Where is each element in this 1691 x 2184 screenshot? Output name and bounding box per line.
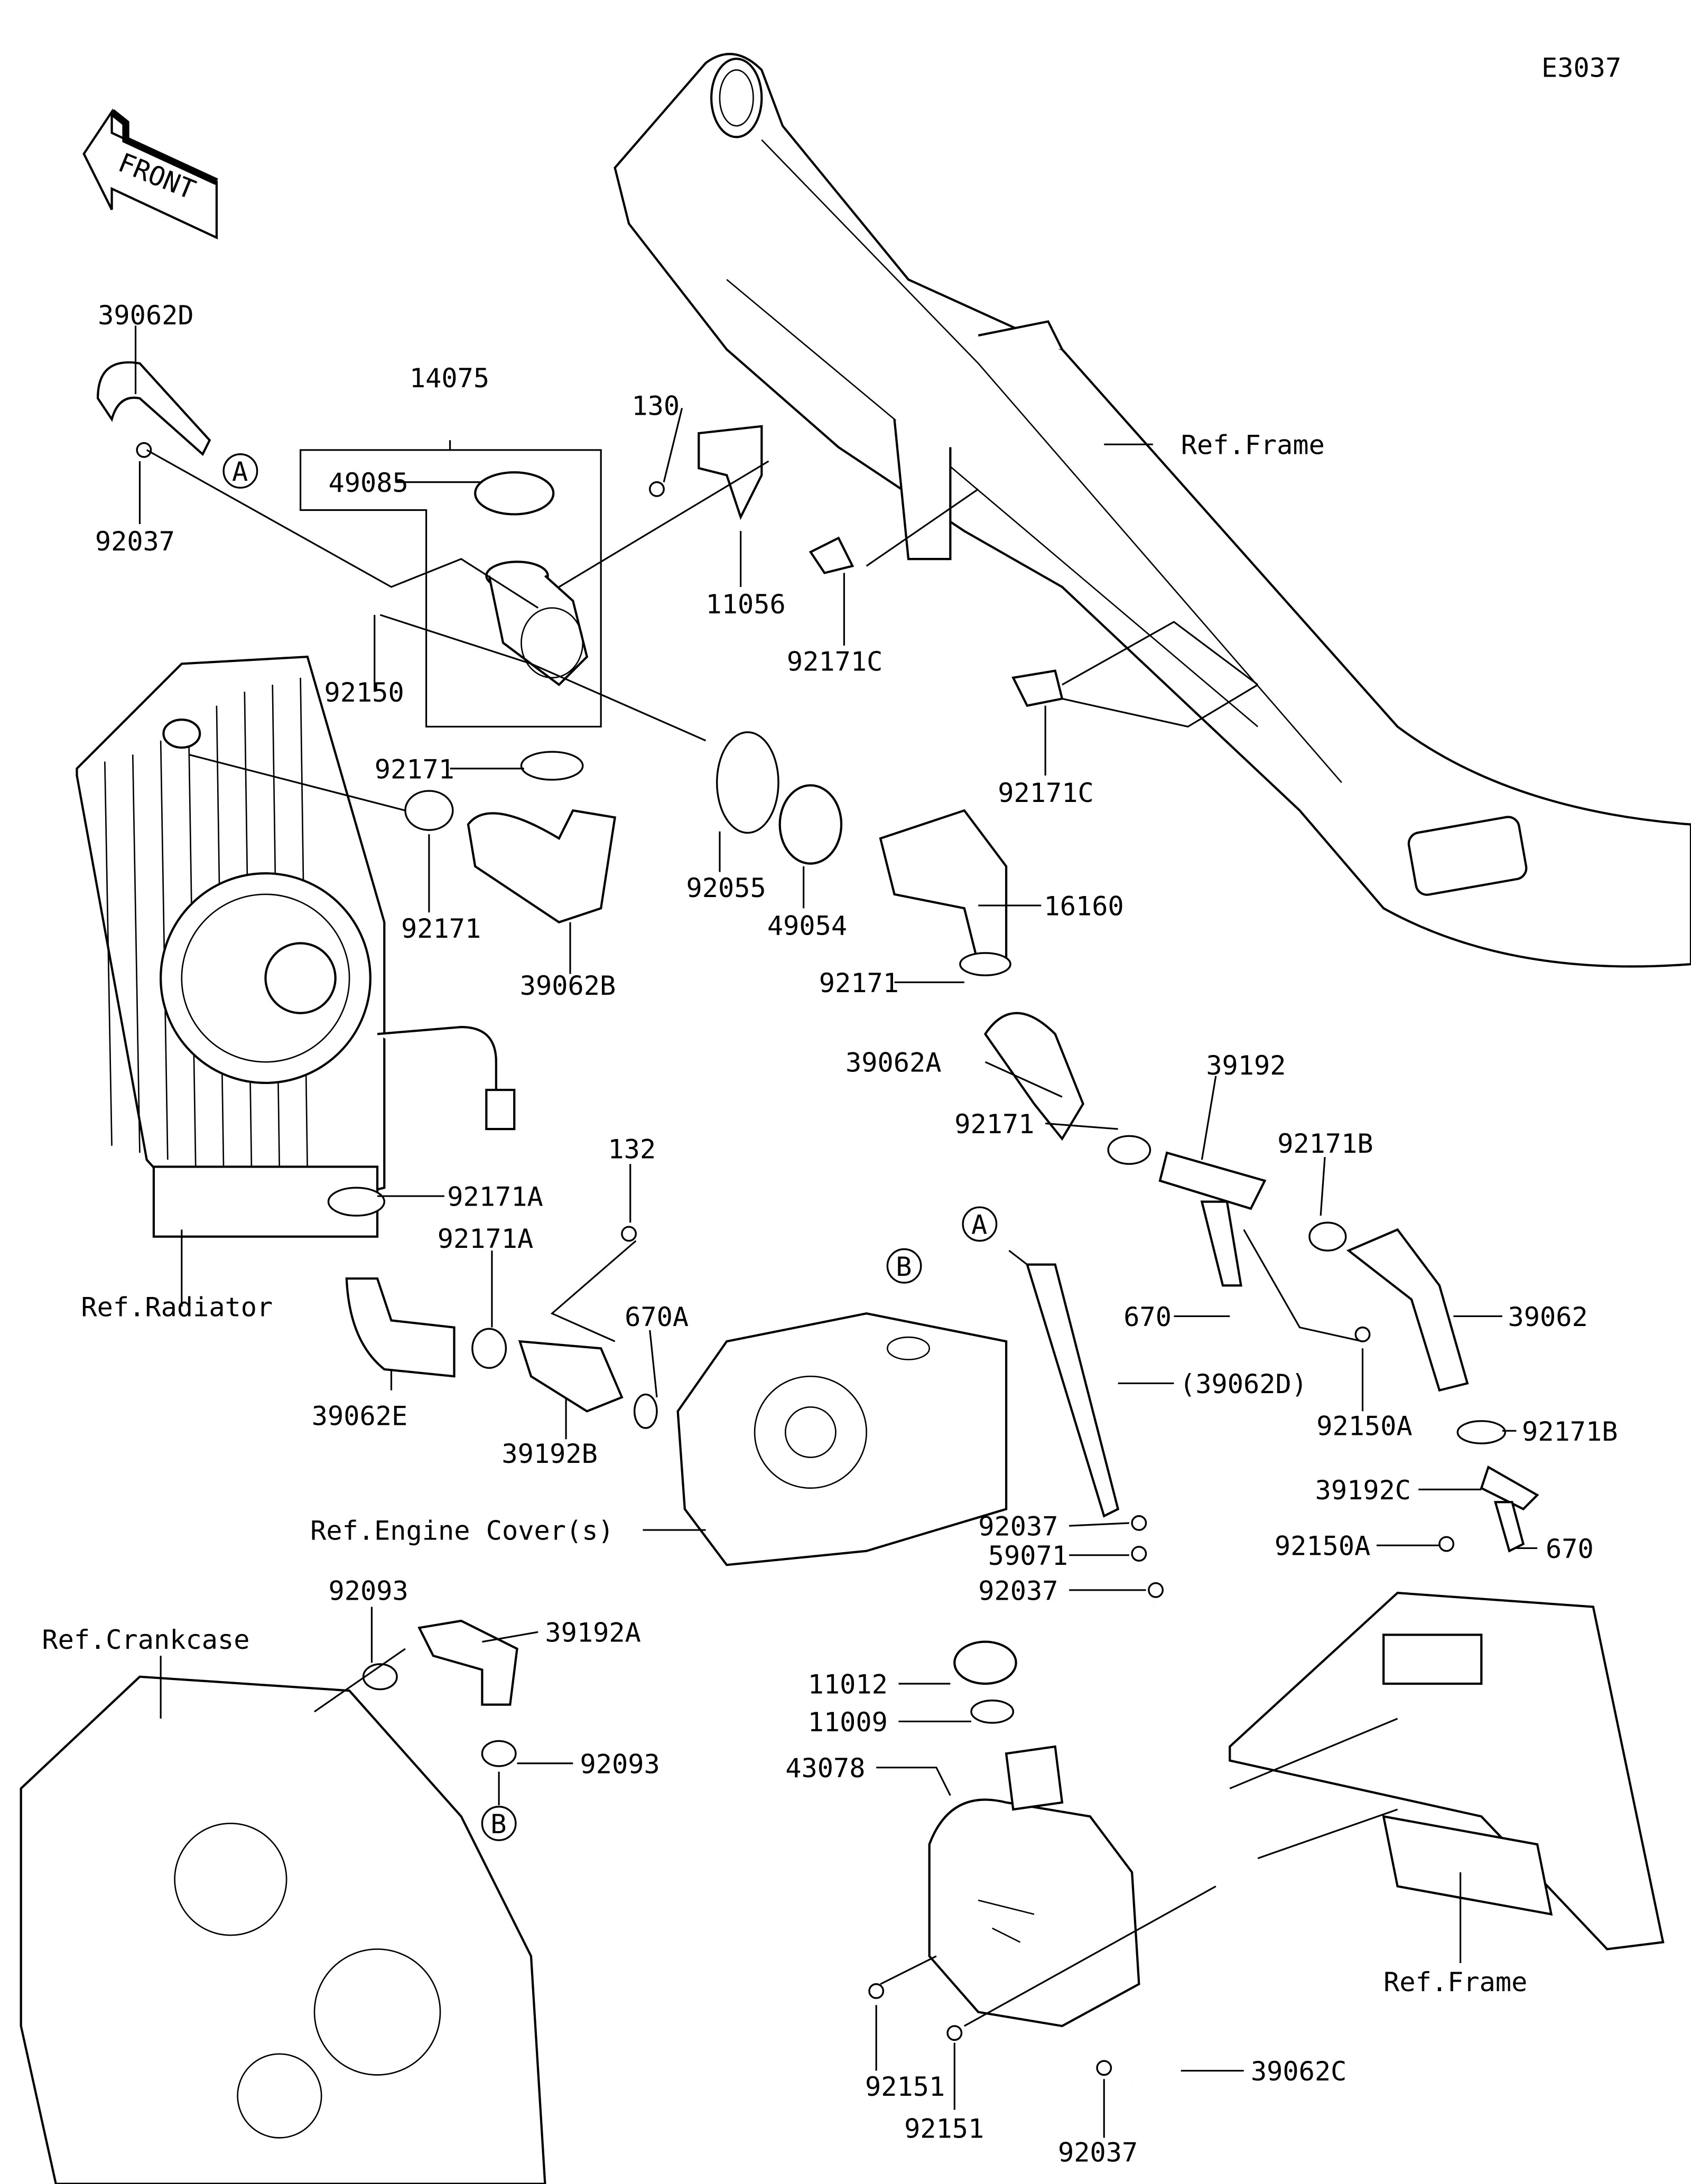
part-label: 92151 xyxy=(865,2071,945,2102)
part-label: 92037 xyxy=(1058,2136,1138,2168)
part-label: 39062D xyxy=(98,300,193,331)
ref-radiator: Ref.Radiator xyxy=(81,1291,273,1322)
part-label: 39062C xyxy=(1251,2056,1346,2087)
connector-a-top: A xyxy=(222,453,258,489)
group-bracket-14075 xyxy=(300,440,602,728)
part-label: 92171 xyxy=(401,913,481,944)
front-direction-arrow: FRONT xyxy=(82,108,218,240)
ref-crankcase: Ref.Crankcase xyxy=(42,1624,249,1655)
frame-bottom-drawing xyxy=(1229,1591,1665,1950)
part-label: 92171A xyxy=(447,1181,543,1212)
svg-text:B: B xyxy=(490,1808,506,1840)
part-label: 92093 xyxy=(328,1575,408,1606)
part-label: 11009 xyxy=(808,1706,888,1738)
water-pump-cover-drawing xyxy=(928,1745,1140,2028)
part-label: 49085 xyxy=(328,467,408,498)
svg-text:A: A xyxy=(232,456,248,487)
part-label: 92171C xyxy=(998,777,1093,808)
filler-neck-drawing xyxy=(474,471,589,686)
part-label: 49054 xyxy=(767,910,847,941)
part-label: 59071 xyxy=(988,1540,1068,1571)
engine-cover-drawing xyxy=(676,1312,1008,1566)
diagram-code: E3037 xyxy=(1541,52,1621,83)
part-label: 92150 xyxy=(324,677,404,708)
part-label: 92171A xyxy=(438,1223,533,1254)
connector-a-mid: A xyxy=(962,1206,998,1242)
part-label: 92037 xyxy=(978,1511,1058,1542)
part-label: 39062 xyxy=(1508,1301,1588,1332)
part-label: 132 xyxy=(608,1134,656,1165)
ref-engine-cover: Ref.Engine Cover(s) xyxy=(310,1515,614,1546)
radiator-drawing xyxy=(76,655,516,1238)
part-label: 92171 xyxy=(819,967,899,998)
part-label: 670 xyxy=(1546,1533,1594,1564)
part-label: 11056 xyxy=(706,589,786,620)
part-label: 130 xyxy=(631,390,680,422)
part-label: 39192B xyxy=(501,1438,597,1469)
part-label: 92171 xyxy=(375,753,454,785)
leader-lines xyxy=(134,325,1538,2138)
svg-text:A: A xyxy=(971,1209,987,1240)
ref-frame-bottom: Ref.Frame xyxy=(1383,1966,1527,1998)
svg-text:B: B xyxy=(896,1251,912,1282)
part-label: 92037 xyxy=(95,526,175,557)
part-label: 39192C xyxy=(1315,1474,1411,1506)
part-label: 39062E xyxy=(312,1401,407,1432)
ref-frame-top: Ref.Frame xyxy=(1181,430,1325,461)
part-label: 92055 xyxy=(686,872,766,903)
part-label: 92150A xyxy=(1275,1530,1370,1562)
part-label: 92037 xyxy=(978,1575,1058,1606)
crankcase-drawing xyxy=(20,1675,546,2184)
frame-top-drawing xyxy=(614,53,1691,968)
part-label: 92150A xyxy=(1316,1410,1412,1441)
small-parts-drawing xyxy=(136,425,1539,2076)
part-label: 14075 xyxy=(410,362,489,394)
part-label: 16160 xyxy=(1044,890,1124,921)
part-label: 92171B xyxy=(1522,1416,1618,1447)
part-label: (39062D) xyxy=(1179,1368,1307,1399)
part-label: 43078 xyxy=(785,1752,865,1784)
part-label: 92171C xyxy=(787,646,882,677)
hoses-drawing xyxy=(97,361,1469,2084)
part-label: 39192 xyxy=(1206,1050,1286,1081)
part-label: 39192A xyxy=(545,1617,640,1648)
part-label: 92171 xyxy=(954,1108,1034,1140)
part-label: 92093 xyxy=(580,1748,660,1779)
connector-b-mid: B xyxy=(886,1248,922,1284)
part-label: 670A xyxy=(625,1301,689,1332)
part-label: 92151 xyxy=(904,2113,984,2144)
part-label: 11012 xyxy=(808,1669,888,1700)
part-label: 39062A xyxy=(846,1047,941,1078)
part-label: 92171B xyxy=(1277,1128,1373,1159)
connector-b-bottom: B xyxy=(481,1806,517,1841)
part-label: 39062B xyxy=(520,970,616,1001)
part-label: 670 xyxy=(1123,1301,1172,1332)
